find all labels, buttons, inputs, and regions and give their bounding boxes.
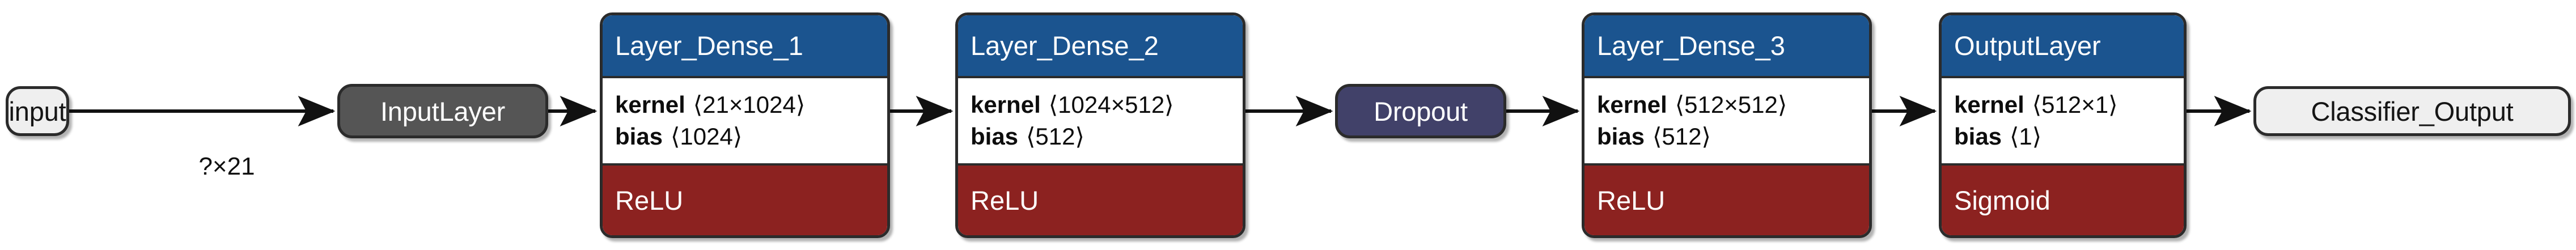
layer-dense-1-title: Layer_Dense_1: [603, 15, 887, 78]
layer-dense-1-bias-row: bias ⟨1024⟩: [615, 125, 877, 149]
node-output-layer[interactable]: OutputLayer kernel ⟨512×1⟩ bias ⟨1⟩ Sigmoi…: [1939, 12, 2187, 238]
layer-dense-2-bias-row: bias ⟨512⟩: [971, 125, 1232, 149]
layer-dense-3-bias-row: bias ⟨512⟩: [1597, 125, 1859, 149]
output-layer-kernel-row: kernel ⟨512×1⟩: [1954, 93, 2174, 117]
output-layer-bias-row: bias ⟨1⟩: [1954, 125, 2174, 149]
node-layer-dense-1[interactable]: Layer_Dense_1 kernel ⟨21×1024⟩ bias ⟨1024⟩…: [600, 12, 890, 238]
node-input-layer-label: InputLayer: [380, 96, 506, 126]
output-layer-kernel-shape: ⟨512×1⟩: [2032, 91, 2118, 118]
layer-dense-2-kernel-shape: ⟨1024×512⟩: [1048, 91, 1174, 118]
layer-dense-2-activation: ReLU: [958, 166, 1243, 235]
layer-dense-2-kernel-name: kernel: [971, 91, 1041, 118]
node-dropout[interactable]: Dropout: [1335, 84, 1506, 138]
layer-dense-3-bias-name: bias: [1597, 123, 1645, 150]
output-layer-params: kernel ⟨512×1⟩ bias ⟨1⟩: [1942, 78, 2184, 166]
layer-dense-3-activation: ReLU: [1584, 166, 1869, 235]
output-layer-title: OutputLayer: [1942, 15, 2184, 78]
node-dropout-label: Dropout: [1374, 96, 1468, 126]
output-layer-kernel-name: kernel: [1954, 91, 2024, 118]
layer-dense-3-kernel-row: kernel ⟨512×512⟩: [1597, 93, 1859, 117]
output-layer-bias-name: bias: [1954, 123, 2002, 150]
node-classifier-output-label: Classifier_Output: [2311, 96, 2514, 126]
layer-dense-2-params: kernel ⟨1024×512⟩ bias ⟨512⟩: [958, 78, 1243, 166]
node-input-layer[interactable]: InputLayer: [337, 84, 548, 138]
node-layer-dense-3[interactable]: Layer_Dense_3 kernel⟨512×512⟩ bias⟨512⟩ …: [1582, 12, 1872, 238]
layer-dense-1-bias-name: bias: [615, 123, 663, 150]
layer-dense-3-params: kernel ⟨512×512⟩ bias ⟨512⟩: [1584, 78, 1869, 166]
layer-dense-3-kernel-name: kernel: [1597, 91, 1667, 118]
edge-label-input-shape: ?×21: [198, 152, 255, 180]
layer-dense-2-kernel-row: kernel ⟨1024×512⟩: [971, 93, 1232, 117]
layer-dense-1-params: kernel ⟨21×1024⟩ bias ⟨1024⟩: [603, 78, 887, 166]
node-classifier-output[interactable]: Classifier_Output: [2253, 86, 2571, 136]
node-input[interactable]: input: [6, 86, 69, 136]
output-layer-activation: Sigmoid: [1942, 166, 2184, 235]
node-layer-dense-2[interactable]: Layer_Dense_2 kernel ⟨1024×512⟩ bias ⟨512⟩…: [955, 12, 1245, 238]
layer-dense-3-bias-shape: ⟨512⟩: [1653, 123, 1711, 150]
layer-dense-1-kernel-shape: ⟨21×1024⟩: [693, 91, 806, 118]
layer-dense-2-title: Layer_Dense_2: [958, 15, 1243, 78]
node-input-label: input: [9, 96, 66, 126]
layer-dense-1-kernel-name: kernel: [615, 91, 685, 118]
output-layer-bias-shape: ⟨1⟩: [2010, 123, 2042, 150]
layer-dense-1-activation: ReLU: [603, 166, 887, 235]
layer-dense-2-bias-name: bias: [971, 123, 1019, 150]
layer-dense-2-bias-shape: ⟨512⟩: [1026, 123, 1084, 150]
layer-dense-1-bias-shape: ⟨1024⟩: [671, 123, 743, 150]
layer-dense-3-title: Layer_Dense_3: [1584, 15, 1869, 78]
layer-dense-1-kernel-row: kernel ⟨21×1024⟩: [615, 93, 877, 117]
layer-dense-3-kernel-shape: ⟨512×512⟩: [1675, 91, 1787, 118]
